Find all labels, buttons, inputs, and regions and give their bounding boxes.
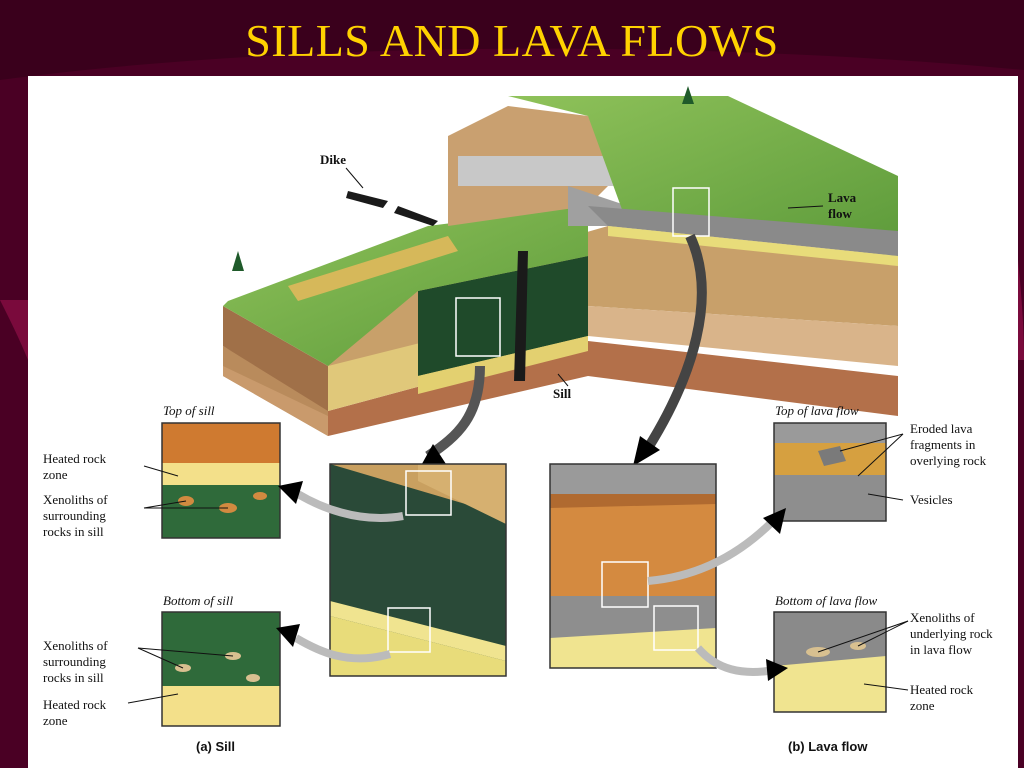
block-diagram — [223, 86, 898, 436]
sill-label: Sill — [553, 386, 572, 401]
lava-bottom-xeno-2: underlying rock — [910, 626, 993, 641]
sill-bottom-xeno-1: Xenoliths of — [43, 638, 108, 653]
lava-top-title: Top of lava flow — [775, 403, 859, 418]
sill-top-title: Top of sill — [163, 403, 215, 418]
lava-large-panel — [549, 463, 717, 669]
lava-top-eroded-3: overlying rock — [910, 453, 987, 468]
lava-bottom-xeno-3: in lava flow — [910, 642, 973, 657]
sill-top-xeno-2: surrounding — [43, 508, 106, 523]
lava-bottom-heated-1: Heated rock — [910, 682, 974, 697]
lava-top-vesicles: Vesicles — [910, 492, 953, 507]
lava-top-eroded-2: fragments in — [910, 437, 976, 452]
sill-bottom-heated-2: zone — [43, 713, 68, 728]
diagram-panel: Dike Lava flow Sill Top of sill Heated r… — [28, 76, 1018, 768]
sill-bottom-heated-1: Heated rock — [43, 697, 107, 712]
sill-top-xeno-1: Xenoliths of — [43, 492, 108, 507]
lava-bottom-inset — [773, 611, 909, 713]
slide-title: SILLS AND LAVA FLOWS — [245, 15, 779, 66]
diagram-artwork — [127, 86, 909, 727]
lava-bottom-xeno-1: Xenoliths of — [910, 610, 975, 625]
sill-top-heated-2: zone — [43, 467, 68, 482]
lava-bottom-title: Bottom of lava flow — [775, 593, 878, 608]
sill-bottom-xeno-2: surrounding — [43, 654, 106, 669]
sill-bottom-xeno-3: rocks in sill — [43, 670, 104, 685]
sill-large-panel — [329, 463, 507, 677]
lava-top-eroded-1: Eroded lava — [910, 421, 973, 436]
lava-bottom-heated-2: zone — [910, 698, 935, 713]
lava-flow-label-line1: Lava — [828, 190, 857, 205]
sill-top-heated-1: Heated rock — [43, 451, 107, 466]
sill-top-xeno-3: rocks in sill — [43, 524, 104, 539]
sill-caption: (a) Sill — [196, 739, 236, 754]
sill-top-inset — [143, 422, 281, 539]
sill-bottom-title: Bottom of sill — [163, 593, 234, 608]
lava-top-inset — [773, 422, 904, 522]
sill-bottom-inset — [127, 611, 281, 727]
lava-flow-label-line2: flow — [828, 206, 852, 221]
dike-label: Dike — [320, 152, 346, 167]
lava-caption: (b) Lava flow — [788, 739, 868, 754]
